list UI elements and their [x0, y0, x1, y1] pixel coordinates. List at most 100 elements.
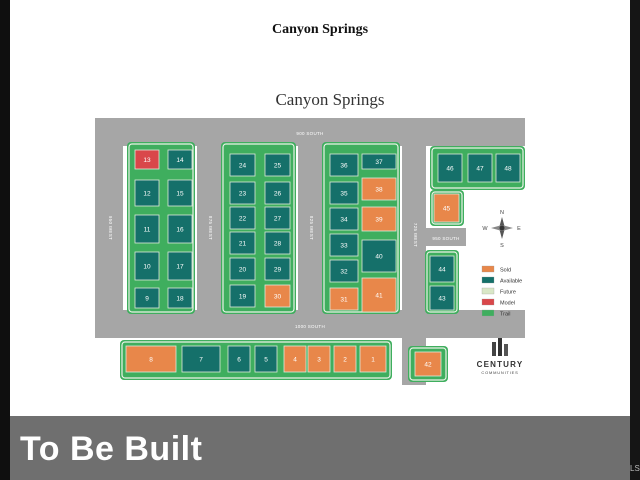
legend-swatch-sold: [481, 265, 495, 273]
lot-label-27: 27: [274, 216, 282, 223]
lot-label-12: 12: [143, 191, 151, 198]
lot-48: [495, 153, 521, 183]
lot-label-11: 11: [144, 227, 151, 234]
right-edge: [630, 0, 640, 480]
trail-1: [222, 143, 295, 313]
lot-1: [359, 345, 387, 373]
lot-label-1: 1: [371, 357, 375, 364]
compass-e: E: [517, 226, 521, 232]
lot-27: [264, 206, 291, 230]
lot-40: [361, 239, 397, 273]
lot-33: [329, 233, 359, 257]
logo-sub: COMMUNITIES: [481, 370, 518, 375]
lot-label-36: 36: [340, 163, 348, 170]
lot-21: [229, 231, 256, 255]
lot-42: [414, 351, 442, 377]
lot-37: [361, 153, 397, 170]
lot-13: [134, 149, 160, 170]
compass-center: [499, 225, 505, 231]
lot-label-3: 3: [317, 357, 321, 364]
trail-6: [121, 341, 391, 379]
lot-label-17: 17: [176, 264, 184, 271]
legend-label-model: Model: [500, 301, 515, 307]
lot-8: [125, 345, 177, 373]
street-label-s900: 900 SOUTH: [296, 131, 323, 136]
lot-label-24: 24: [239, 163, 247, 170]
lot-label-34: 34: [340, 217, 348, 224]
lot-23: [229, 181, 256, 205]
lot-41: [361, 277, 397, 313]
listing-source-tag: LS: [630, 464, 640, 473]
lot-16: [167, 214, 193, 244]
lot-7: [181, 345, 221, 373]
street-label-w825: 825 WEST: [309, 216, 314, 240]
trail-3: [431, 147, 524, 189]
legend-label-sold: Sold: [500, 268, 511, 274]
lot-12: [134, 179, 160, 207]
lot-label-16: 16: [176, 227, 184, 234]
lot-14: [167, 149, 193, 170]
lot-label-22: 22: [239, 216, 247, 223]
road-segment-2: [95, 118, 123, 338]
lot-label-37: 37: [375, 159, 383, 166]
road-segment-3: [197, 130, 221, 325]
plat-title: Canyon Springs: [275, 90, 385, 109]
lot-30: [264, 284, 291, 308]
lot-label-40: 40: [375, 254, 383, 261]
compass-s: S: [500, 243, 504, 249]
lot-label-30: 30: [274, 294, 282, 301]
lot-label-2: 2: [343, 357, 347, 364]
lot-10: [134, 251, 160, 281]
trail-5: [426, 251, 458, 313]
street-label-w725: 725 WEST: [413, 223, 418, 247]
compass-w: W: [482, 226, 488, 232]
lot-label-35: 35: [340, 191, 348, 198]
lot-label-25: 25: [274, 163, 282, 170]
lot-38: [361, 177, 397, 201]
lot-24: [229, 153, 256, 177]
road-segment-5: [402, 130, 426, 385]
lot-label-5: 5: [264, 357, 268, 364]
street-label-s1000: 1000 SOUTH: [295, 324, 325, 329]
logo-name: CENTURY: [477, 360, 524, 369]
lot-label-28: 28: [274, 241, 282, 248]
lot-label-8: 8: [149, 357, 153, 364]
lot-label-20: 20: [239, 267, 247, 274]
lot-label-23: 23: [239, 191, 247, 198]
lot-label-18: 18: [176, 296, 184, 303]
lot-label-33: 33: [340, 243, 348, 250]
lot-29: [264, 257, 291, 281]
lot-3: [307, 345, 331, 373]
lot-label-10: 10: [143, 264, 151, 271]
lot-45: [433, 193, 460, 223]
lot-label-47: 47: [476, 166, 484, 173]
lot-26: [264, 181, 291, 205]
legend-swatch-future: [481, 287, 495, 295]
lot-label-31: 31: [340, 297, 348, 304]
lot-28: [264, 231, 291, 255]
logo-bar-2: [498, 338, 502, 356]
roads-layer: [95, 118, 525, 385]
lot-label-45: 45: [443, 206, 451, 213]
banner-text: To Be Built: [20, 430, 203, 468]
lot-20: [229, 257, 256, 281]
lot-11: [134, 214, 160, 244]
trail-0: [128, 143, 194, 313]
lot-label-6: 6: [237, 357, 241, 364]
lot-46: [437, 153, 463, 183]
logo-bar-3: [504, 344, 508, 356]
lot-44: [429, 255, 455, 283]
lot-label-39: 39: [375, 217, 383, 224]
lot-39: [361, 206, 397, 232]
lot-label-44: 44: [438, 267, 446, 274]
legend-label-trail: Trail: [500, 312, 511, 318]
lot-label-38: 38: [375, 187, 383, 194]
legend-swatch-trail: [481, 309, 495, 317]
legend-swatch-available: [481, 276, 495, 284]
street-label-w875: 875 WEST: [208, 216, 213, 240]
lot-6: [227, 345, 251, 373]
lot-4: [283, 345, 307, 373]
